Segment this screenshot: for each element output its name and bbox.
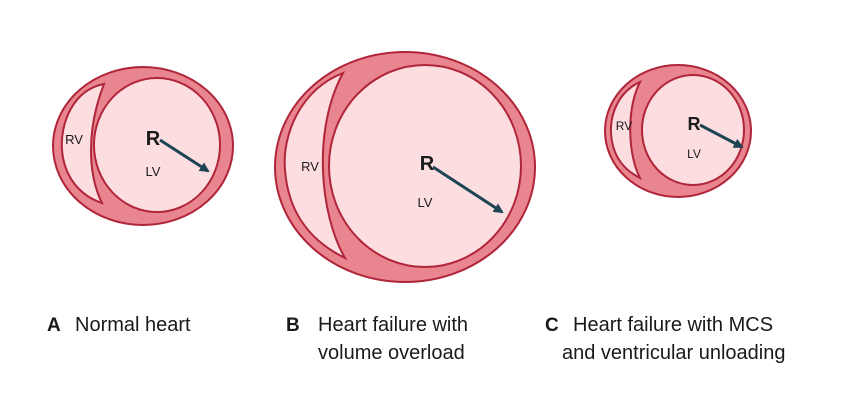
panel-b-lv-label: LV xyxy=(418,195,433,210)
panel-a-rv-chamber xyxy=(60,82,106,205)
caption-b: B Heart failure with volume overload xyxy=(286,314,468,364)
panel-c-radius-arrow xyxy=(699,123,744,149)
panel-a-radius-arrow xyxy=(159,138,210,173)
panel-a-lv-chamber xyxy=(93,77,221,213)
panel-b-lv-chamber xyxy=(328,64,522,268)
caption-b-line-1: Heart failure with xyxy=(318,314,468,336)
panel-a-rv-label: RV xyxy=(65,132,83,147)
panel-c-rv-label: RV xyxy=(616,119,632,133)
caption-c-letter: C xyxy=(545,315,559,336)
caption-a-line-1: Normal heart xyxy=(75,314,191,336)
panel-b-rv-label: RV xyxy=(301,159,319,174)
panel-a-lv-label: LV xyxy=(146,164,161,179)
caption-b-line-2: volume overload xyxy=(318,342,465,364)
panel-c-rv-chamber xyxy=(609,79,643,181)
panel-a-radius-label: R xyxy=(146,128,161,150)
panel-b-radius-label: R xyxy=(420,153,435,175)
caption-c-line-1: Heart failure with MCS xyxy=(573,314,773,336)
panel-c-heart: R RV LV xyxy=(604,64,752,198)
panel-c-lv-label: LV xyxy=(687,147,701,161)
caption-b-letter: B xyxy=(286,315,300,336)
panel-b-radius-arrow xyxy=(432,165,504,214)
panel-c-radius-label: R xyxy=(688,114,701,134)
panel-c-lv-chamber xyxy=(641,74,745,186)
panel-a-heart: R RV LV xyxy=(52,66,234,226)
caption-c-line-2: and ventricular unloading xyxy=(562,342,786,364)
panel-b-rv-chamber xyxy=(283,71,348,261)
caption-a-letter: A xyxy=(47,315,61,336)
panel-b-heart: R RV LV xyxy=(274,51,536,283)
caption-c: C Heart failure with MCS and ventricular… xyxy=(545,314,786,364)
caption-a: A Normal heart xyxy=(47,314,191,336)
